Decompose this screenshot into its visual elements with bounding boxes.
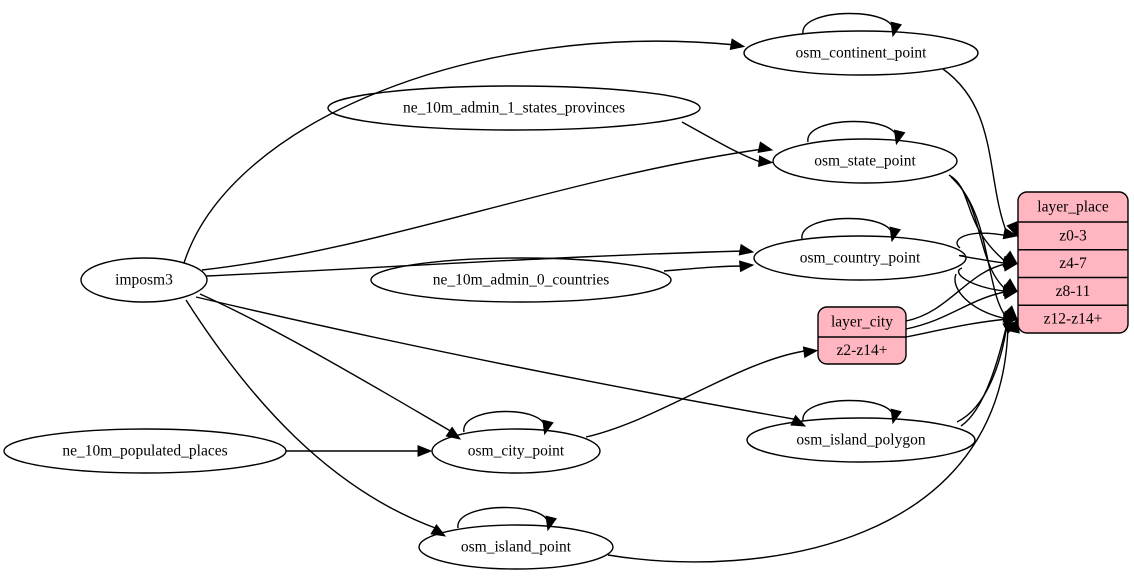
record-node-layer_city[interactable]: layer_city z2-z14+ xyxy=(817,306,907,365)
edge-ne0countries-osm_country_point xyxy=(663,265,745,272)
edge-layer_city-layer_place-z8-11-arrowhead xyxy=(1002,287,1019,300)
edge-osm_city_point-layer_city-arrowhead xyxy=(802,346,819,359)
edge-osm_island_polygon-layer_place-z12-z14+-b xyxy=(956,316,1009,423)
node-osm_island_polygon[interactable]: osm_island_polygon xyxy=(746,417,976,463)
edge-selfloop-osm_state_point-arrowhead xyxy=(893,129,906,146)
record-row-layer_place-3[interactable]: z8-11 xyxy=(1056,283,1091,300)
edge-imposm3-osm_continent_point xyxy=(183,40,737,264)
edge-osm_continent_point-layer_place-z0-3-arrowhead xyxy=(1006,221,1018,238)
record-row-layer_city-0[interactable]: layer_city xyxy=(831,314,893,331)
edge-ne1states-osm_state_point-arrowhead xyxy=(757,155,774,168)
node-shape-imposm3 xyxy=(80,257,208,303)
edge-ne0countries-osm_country_point-arrowhead xyxy=(738,260,755,273)
edge-osm_city_point-layer_city xyxy=(585,349,809,438)
edge-osm_country_point-layer_place-z12-z14+ xyxy=(954,273,1009,320)
node-label-osm_state_point: osm_state_point xyxy=(814,153,916,170)
node-shape-ne_10m_populated_places xyxy=(3,428,287,474)
edge-selfloop-osm_island_point-arrowhead xyxy=(545,515,557,532)
nodes-layer: imposm3 ne_10m_admin_1_states_provincesne… xyxy=(3,30,979,570)
edges-layer xyxy=(183,12,1020,563)
edge-ne1states-osm_state_point xyxy=(681,121,764,164)
edge-osm_continent_point-layer_place-z0-3 xyxy=(942,68,1009,237)
edge-osm_country_point-layer_place-z4-7 xyxy=(958,254,1009,265)
node-label-osm_country_point: osm_country_point xyxy=(800,250,921,267)
edge-nepopulated-osm_city_point-arrowhead xyxy=(417,445,433,457)
node-ne_10m_admin_0_countries[interactable]: ne_10m_admin_0_countries xyxy=(370,257,672,303)
node-osm_country_point[interactable]: osm_country_point xyxy=(753,235,967,281)
node-shape-osm_state_point xyxy=(772,138,958,184)
edge-imposm3-osm_state_point xyxy=(201,148,764,271)
node-imposm3[interactable]: imposm3 xyxy=(80,257,208,303)
node-shape-ne_10m_admin_0_countries xyxy=(370,257,672,303)
edge-selfloop-osm_country_point-arrowhead xyxy=(889,226,901,243)
record-row-layer_city-1[interactable]: z2-z14+ xyxy=(837,342,888,359)
node-shape-osm_country_point xyxy=(753,235,967,281)
node-shape-ne_10m_admin_1_states_provinces xyxy=(327,85,701,131)
edge-osm_island_polygon-layer_place-z12-z14+ xyxy=(960,318,1009,427)
edge-selfloop-osm_island_point xyxy=(457,506,549,529)
node-label-ne_10m_admin_0_countries: ne_10m_admin_0_countries xyxy=(433,272,610,289)
edge-layer_city-layer_place-z8-11 xyxy=(905,290,1009,330)
edge-selfloop-osm_continent_point xyxy=(802,12,894,35)
edge-selfloop-osm_state_point xyxy=(807,120,898,143)
node-ne_10m_admin_1_states_provinces[interactable]: ne_10m_admin_1_states_provinces xyxy=(327,85,701,131)
edge-osm_state_point-layer_place-z4-7 xyxy=(948,174,1009,265)
record-node-layer_place[interactable]: layer_place z0-3 z4-7 z8-11 z12-z14+ xyxy=(1017,191,1129,334)
edge-imposm3-osm_continent_point-arrowhead xyxy=(729,38,746,51)
record-row-layer_place-1[interactable]: z0-3 xyxy=(1059,227,1087,244)
edge-selfloop-osm_island_polygon xyxy=(802,399,894,422)
record-row-layer_place-2[interactable]: z4-7 xyxy=(1059,255,1087,272)
node-label-ne_10m_populated_places: ne_10m_populated_places xyxy=(62,443,227,460)
edge-selfloop-osm_city_point-arrowhead xyxy=(542,419,554,436)
edge-imposm3-osm_state_point-arrowhead xyxy=(757,141,774,153)
record-row-layer_place-4[interactable]: z12-z14+ xyxy=(1044,311,1103,328)
node-ne_10m_populated_places[interactable]: ne_10m_populated_places xyxy=(3,428,287,474)
edge-osm_island_point-layer_place-z12-z14+ xyxy=(607,322,1009,563)
record-outline-layer_place xyxy=(1017,191,1129,334)
node-shape-osm_island_polygon xyxy=(746,417,976,463)
edge-osm_country_point-layer_place-z0-3-arrowhead xyxy=(1002,227,1019,240)
node-label-osm_island_point: osm_island_point xyxy=(461,539,572,556)
node-shape-osm_city_point xyxy=(431,428,601,474)
node-label-imposm3: imposm3 xyxy=(115,272,173,289)
edge-selfloop-osm_continent_point-arrowhead xyxy=(890,21,902,38)
node-label-osm_island_polygon: osm_island_polygon xyxy=(796,432,925,449)
record-row-layer_place-0[interactable]: layer_place xyxy=(1037,199,1109,216)
edge-imposm3-osm_country_point-arrowhead xyxy=(738,243,755,256)
edge-osm_island_point-layer_place-z12-z14+-arrowhead xyxy=(1002,321,1019,334)
edge-imposm3-osm_island_point xyxy=(185,299,439,530)
record-outline-layer_city xyxy=(817,306,907,365)
edge-imposm3-osm_island_polygon xyxy=(195,296,800,421)
edge-layer_city-layer_place-z4-7-arrowhead xyxy=(1002,259,1019,272)
edge-osm_state_point-layer_place-z12-z14+ xyxy=(952,178,1009,320)
edge-imposm3-osm_country_point xyxy=(205,250,745,277)
edge-selfloop-osm_island_polygon-arrowhead xyxy=(890,408,902,425)
node-label-osm_continent_point: osm_continent_point xyxy=(796,45,928,62)
node-osm_island_point[interactable]: osm_island_point xyxy=(418,524,614,570)
edge-layer_city-layer_place-z12-z14+ xyxy=(905,318,1009,338)
node-osm_continent_point[interactable]: osm_continent_point xyxy=(743,30,979,76)
node-label-osm_city_point: osm_city_point xyxy=(468,443,565,460)
edge-osm_country_point-layer_place-z0-3 xyxy=(956,232,1009,249)
node-shape-osm_continent_point xyxy=(743,30,979,76)
node-shape-osm_island_point xyxy=(418,524,614,570)
node-osm_state_point[interactable]: osm_state_point xyxy=(772,138,958,184)
records-layer: layer_place z0-3 z4-7 z8-11 z12-z14+ layer_ci… xyxy=(817,191,1129,365)
edge-osm_country_point-layer_place-z8-11 xyxy=(957,267,1009,293)
node-label-ne_10m_admin_1_states_provinces: ne_10m_admin_1_states_provinces xyxy=(403,100,625,117)
node-osm_city_point[interactable]: osm_city_point xyxy=(431,428,601,474)
edge-imposm3-osm_city_point xyxy=(199,293,455,434)
edge-layer_city-layer_place-z4-7 xyxy=(905,262,1009,322)
edge-selfloop-osm_country_point xyxy=(801,217,893,240)
